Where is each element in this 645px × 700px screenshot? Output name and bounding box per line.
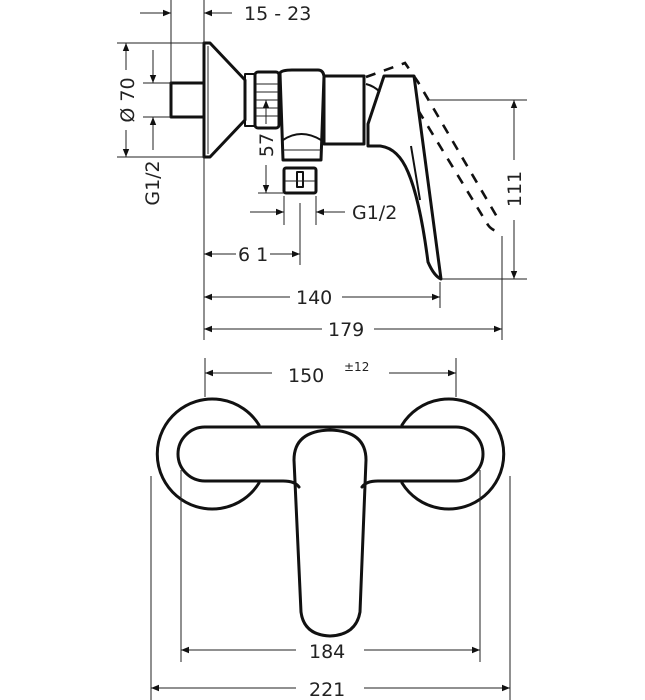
label-lever-reach: 140 (296, 287, 332, 309)
dim-lever-reach: 140 (204, 282, 441, 309)
label-center-distance: 150 (288, 365, 324, 387)
label-lever-height: 111 (504, 171, 526, 207)
label-total-width: 221 (309, 679, 345, 700)
dim-wall-offset: 15 - 23 (140, 0, 311, 83)
dim-inlet-thread: G1/2 (142, 50, 171, 206)
mixer-body (278, 68, 381, 162)
lever-open-position (365, 61, 504, 234)
dim-outlet-height: 57 (256, 100, 284, 194)
dim-center-distance: 150 ±12 (204, 358, 457, 397)
label-rosette-diameter: Ø 70 (117, 77, 139, 122)
right-rosette (400, 397, 506, 511)
label-total-depth: 179 (328, 319, 364, 341)
label-inlet-thread: G1/2 (142, 160, 164, 205)
mixer-body-front (176, 425, 485, 489)
label-outlet-height: 57 (256, 133, 278, 157)
label-wall-offset: 15 - 23 (244, 3, 311, 25)
label-center-tolerance: ±12 (344, 360, 369, 374)
dim-total-width: 221 (150, 476, 511, 700)
lever (366, 74, 443, 281)
dim-outlet-thread: G1/2 (250, 196, 397, 225)
dim-total-depth: 179 (204, 236, 503, 341)
front-view: 150 ±12 184 (150, 358, 511, 700)
lever-front (292, 428, 368, 638)
left-rosette (155, 397, 261, 511)
outlet-nut (282, 166, 318, 195)
dim-rosette-diameter: Ø 70 (117, 42, 204, 158)
inlet-stub (169, 81, 206, 119)
label-outlet-distance: 6 1 (238, 244, 268, 266)
union-nut (244, 70, 281, 130)
side-view: 15 - 23 Ø 70 G1/2 57 (117, 0, 527, 341)
label-body-width: 184 (309, 641, 345, 663)
dim-outlet-distance: 6 1 (203, 157, 301, 340)
wall-rosette (202, 41, 247, 159)
dim-lever-height: 111 (428, 99, 527, 280)
label-outlet-thread: G1/2 (352, 202, 397, 224)
dim-body-width: 184 (180, 470, 481, 663)
